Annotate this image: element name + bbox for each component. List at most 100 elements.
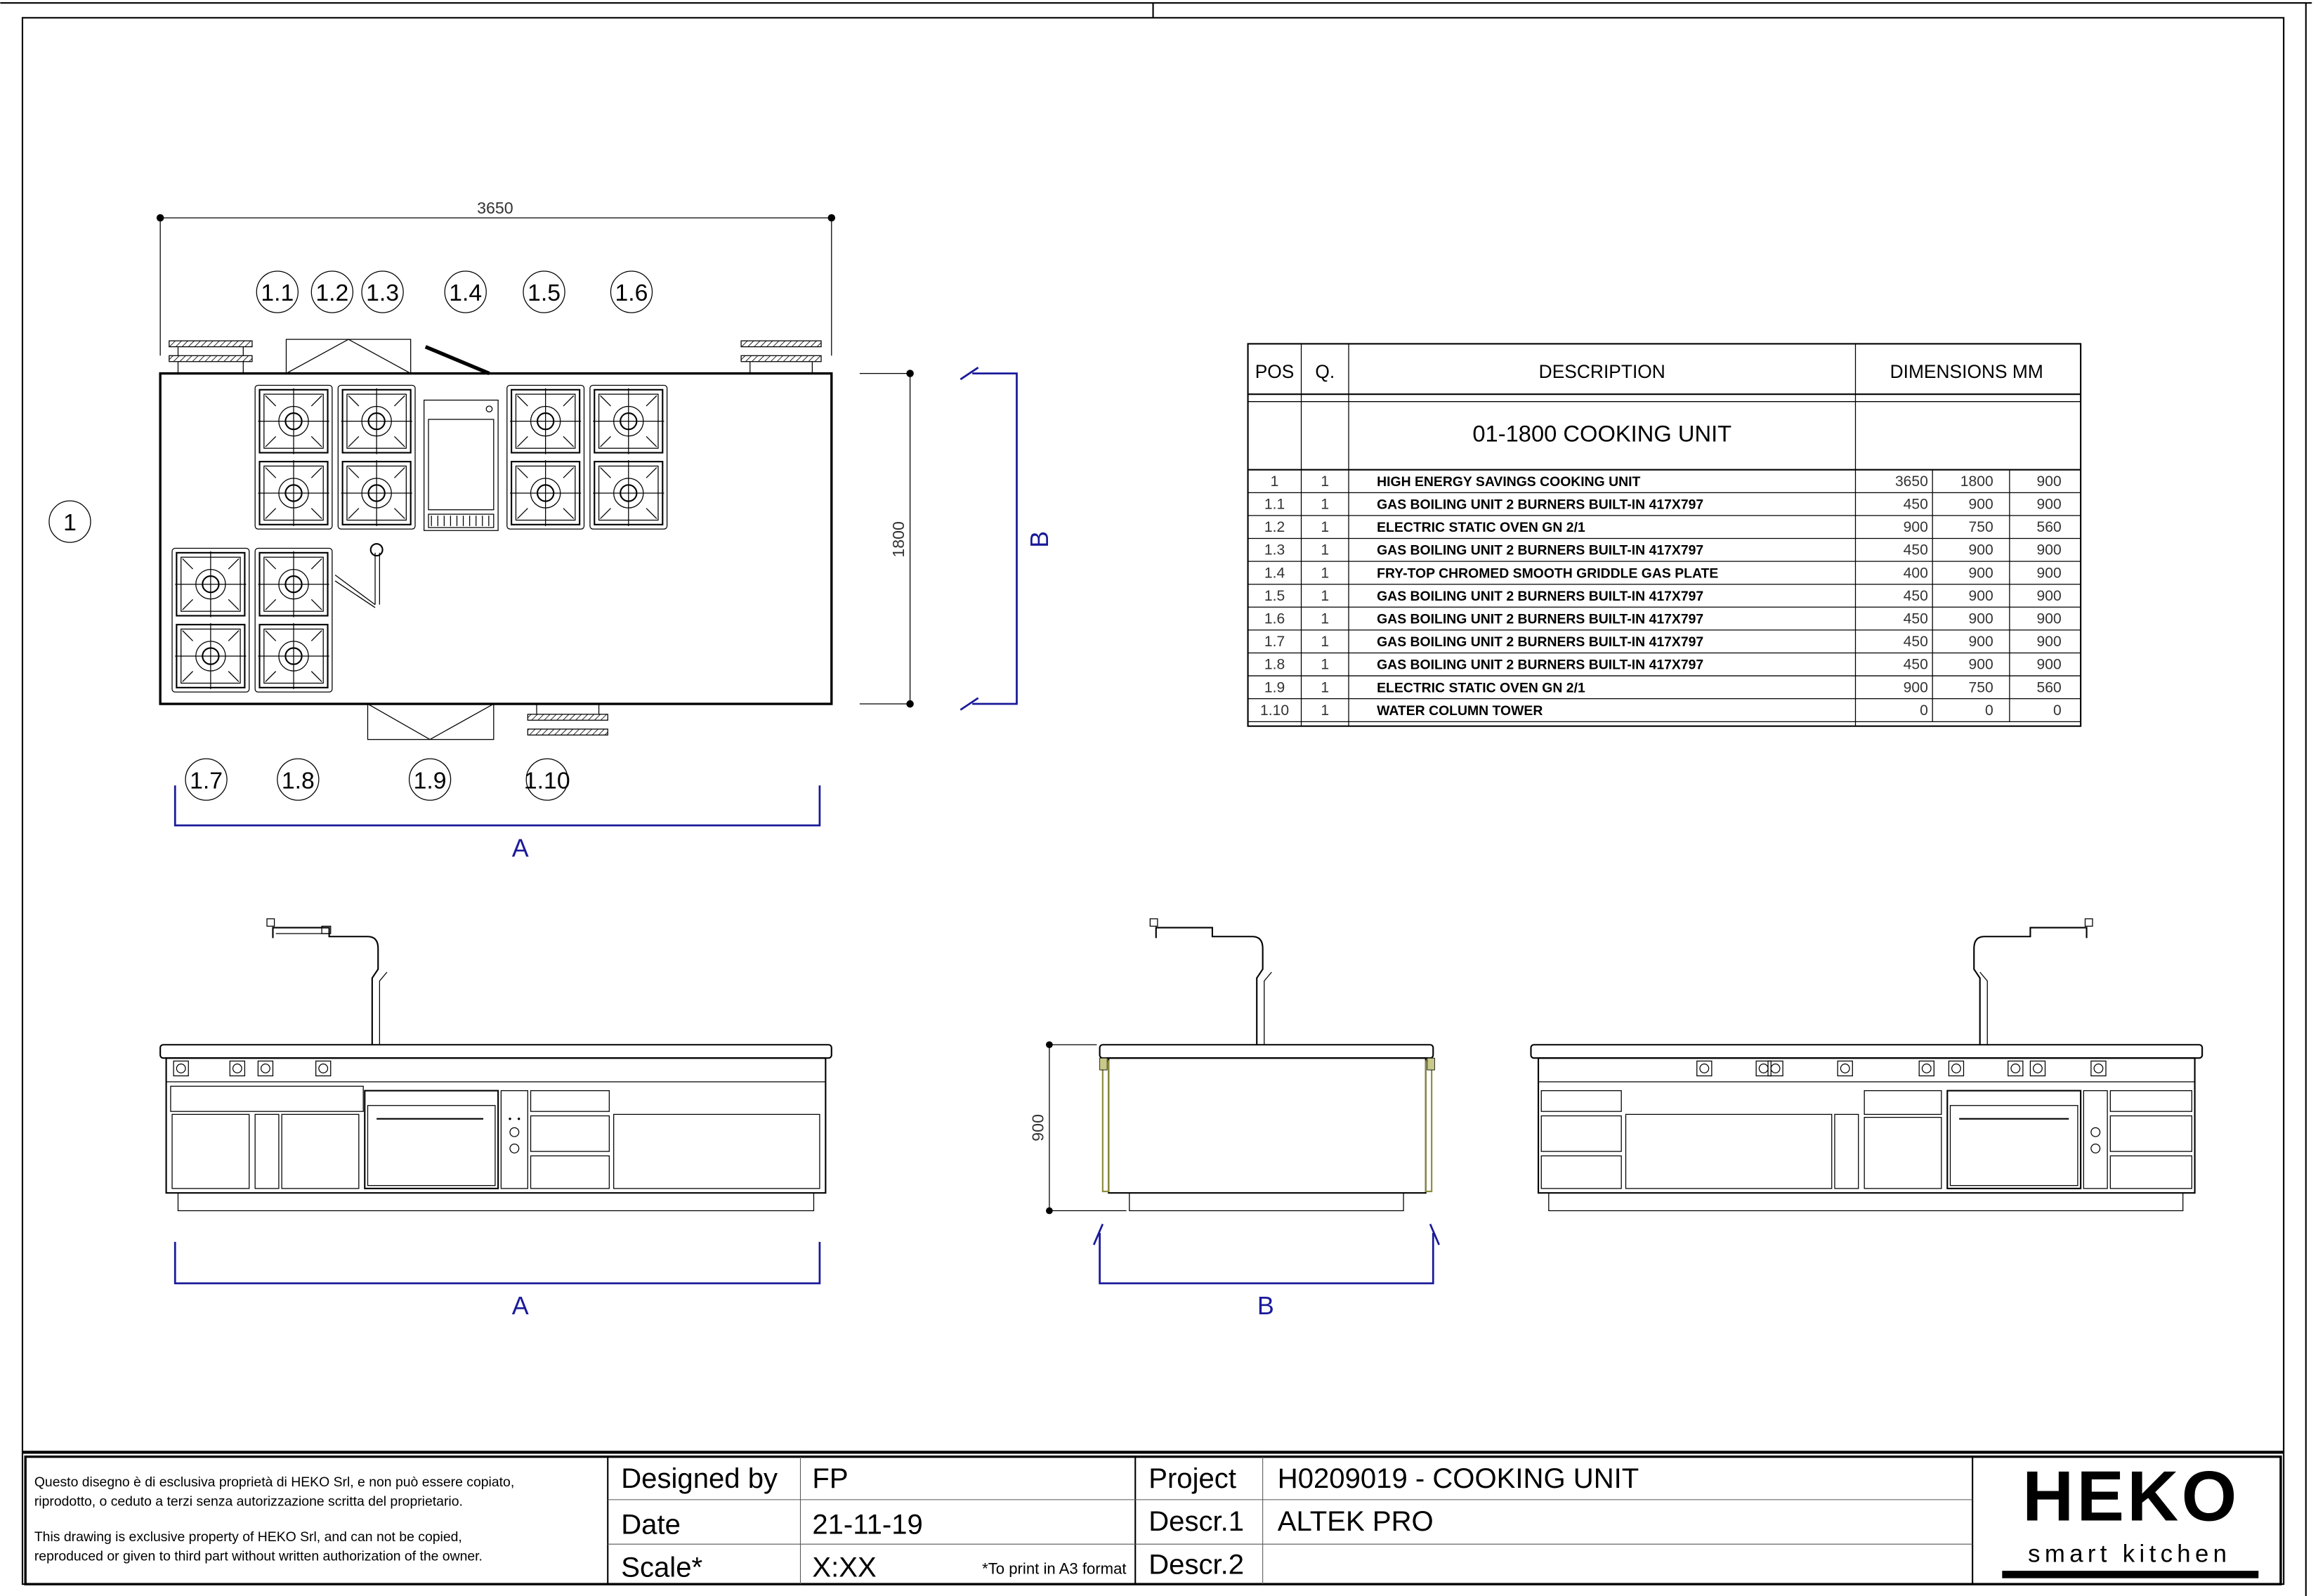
control-knob — [2008, 1060, 2024, 1077]
callout-top: 1.4 — [444, 270, 487, 313]
designed-by-value: FP — [812, 1463, 848, 1494]
control-knob — [2090, 1060, 2107, 1077]
section-marker-a: A — [173, 785, 821, 862]
logo-main: HEKO — [2022, 1456, 2239, 1536]
cell-height: 900 — [2037, 497, 2062, 513]
descr1-label: Descr.1 — [1148, 1506, 1244, 1537]
dimension-width: 3650 — [156, 199, 836, 356]
cell-height: 900 — [2037, 565, 2062, 581]
control-knob — [315, 1060, 332, 1077]
front-elevation: A — [159, 918, 832, 1320]
cell-description: WATER COLUMN TOWER — [1377, 703, 1543, 719]
oven-door-top — [285, 339, 412, 374]
print-note: *To print in A3 format — [982, 1559, 1127, 1577]
section-marker-a-front: A — [173, 1241, 821, 1320]
cooking-unit-outline — [159, 372, 833, 705]
cell-description: GAS BOILING UNIT 2 BURNERS BUILT-IN 417X… — [1377, 589, 1703, 604]
cell-height: 900 — [2037, 657, 2062, 673]
cell-qty: 1 — [1321, 679, 1329, 695]
control-knob — [1696, 1060, 1713, 1077]
cell-height: 900 — [2037, 610, 2062, 627]
burner-units — [171, 384, 668, 693]
water-tower-top-left — [169, 340, 253, 374]
title-block: Questo disegno è di esclusiva proprietà … — [22, 1451, 2284, 1585]
cell-width: 900 — [1904, 519, 1928, 535]
cell-pos: 1.5 — [1264, 588, 1285, 604]
gas-burner-unit — [506, 384, 585, 530]
oven-door-bottom — [367, 703, 495, 740]
cell-width: 900 — [1904, 679, 1928, 695]
cell-depth: 900 — [1969, 610, 1993, 627]
cell-description: HIGH ENERGY SAVINGS COOKING UNIT — [1377, 474, 1640, 490]
cell-depth: 900 — [1969, 588, 1993, 604]
logo-sub: smart kitchen — [2028, 1540, 2231, 1567]
header-qty: Q. — [1315, 361, 1335, 382]
section-b-label: B — [1026, 531, 1054, 548]
cell-depth: 1800 — [1960, 473, 1993, 490]
legal-notice-en-2: reproduced or given to third part withou… — [34, 1548, 483, 1564]
cell-width: 450 — [1904, 588, 1928, 604]
water-tower-top-right — [740, 340, 822, 374]
callout-bottom: 1.7 — [185, 758, 228, 801]
callout-label: 1.3 — [366, 280, 399, 306]
cell-qty: 1 — [1321, 473, 1329, 490]
back-elevation — [1530, 918, 2204, 1212]
cell-description: GAS BOILING UNIT 2 BURNERS BUILT-IN 417X… — [1377, 658, 1703, 673]
legal-notice-en-1: This drawing is exclusive property of HE… — [34, 1529, 462, 1545]
griddle-plate — [424, 399, 499, 531]
callout-bottom: 1.9 — [408, 758, 452, 801]
gas-burner-unit — [589, 384, 668, 530]
cell-description: GAS BOILING UNIT 2 BURNERS BUILT-IN 417X… — [1377, 634, 1703, 650]
faucet — [266, 918, 388, 1045]
callout-label: 1.7 — [190, 767, 223, 794]
faucet — [1149, 918, 1272, 1045]
parts-list-table: POS Q. DESCRIPTION DIMENSIONS MM 01-1800… — [1247, 343, 2082, 727]
cell-pos: 1.4 — [1264, 565, 1285, 581]
cell-pos: 1.1 — [1264, 497, 1285, 513]
gas-burner-unit — [254, 384, 333, 530]
callout-top: 1.1 — [256, 270, 299, 313]
cell-depth: 750 — [1969, 679, 1993, 695]
designed-by-label: Designed by — [621, 1463, 778, 1494]
cell-depth: 900 — [1969, 657, 1993, 673]
control-knob — [1948, 1060, 1965, 1077]
gas-burner-unit — [171, 547, 250, 693]
control-knob — [2029, 1060, 2046, 1077]
cell-width: 450 — [1904, 610, 1928, 627]
front-elevation-label: A — [512, 1292, 529, 1320]
callout-top: 1.3 — [361, 270, 404, 313]
depth-dimension-text: 1800 — [889, 521, 908, 558]
faucet — [1973, 918, 2093, 1045]
header-description: DESCRIPTION — [1539, 361, 1665, 382]
callout-label: 1.1 — [261, 280, 294, 306]
section-a-label: A — [512, 834, 529, 862]
callout-bottom: 1.10 — [524, 758, 570, 801]
cell-qty: 1 — [1321, 497, 1329, 513]
cell-depth: 750 — [1969, 519, 1993, 535]
gas-burner-unit — [254, 547, 333, 693]
cell-description: ELECTRIC STATIC OVEN GN 2/1 — [1377, 680, 1585, 695]
cell-depth: 900 — [1969, 565, 1993, 581]
descr2-label: Descr.2 — [1148, 1549, 1244, 1580]
cell-width: 3650 — [1895, 473, 1928, 490]
fry-top-handle — [424, 345, 490, 376]
oven-front — [364, 1090, 499, 1189]
cell-pos: 1.6 — [1264, 610, 1285, 627]
cell-width: 450 — [1904, 657, 1928, 673]
cell-height: 560 — [2037, 519, 2062, 535]
cell-qty: 1 — [1321, 565, 1329, 581]
faucet-plan — [334, 543, 384, 608]
cell-pos: 1.10 — [1260, 702, 1289, 719]
cell-height: 900 — [2037, 588, 2062, 604]
callout-top: 1.2 — [310, 270, 354, 313]
control-knob — [257, 1060, 274, 1077]
cell-qty: 1 — [1321, 702, 1329, 719]
cell-qty: 1 — [1321, 542, 1329, 558]
